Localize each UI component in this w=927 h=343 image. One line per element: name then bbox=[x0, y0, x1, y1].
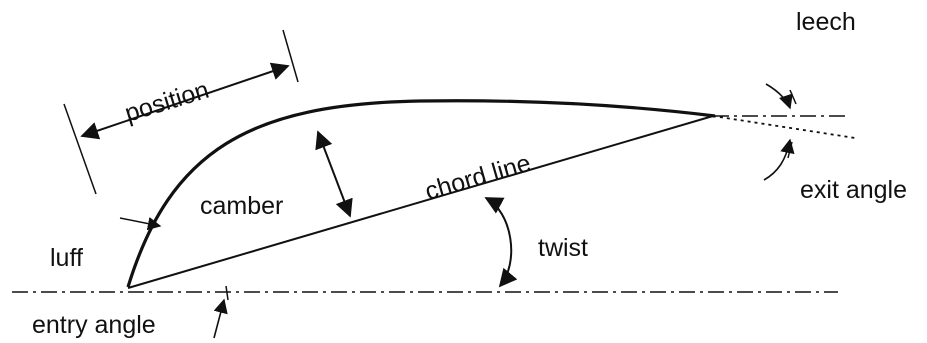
leech-label: leech bbox=[796, 8, 856, 36]
leech-tick-upper bbox=[789, 89, 797, 105]
sail-curve bbox=[126, 99, 716, 288]
leech-arrow bbox=[765, 83, 793, 110]
camber-arrow bbox=[315, 130, 353, 218]
twist-label: twist bbox=[538, 234, 588, 262]
position-label: position bbox=[122, 76, 213, 128]
position-tick-left bbox=[63, 103, 97, 195]
entry-angle-tick bbox=[225, 285, 229, 301]
twist-arrow bbox=[484, 197, 518, 288]
exit-angle-label: exit angle bbox=[800, 176, 907, 204]
chord-line-label: chord line bbox=[422, 149, 534, 206]
entry-angle-arrow bbox=[213, 298, 228, 339]
entry-angle-label: entry angle bbox=[32, 311, 156, 339]
position-tick-right bbox=[282, 29, 299, 83]
leech-tick-lower bbox=[787, 141, 793, 159]
luff-arrow bbox=[119, 216, 162, 231]
luff-label: luff bbox=[50, 244, 83, 272]
exit-direction-line bbox=[712, 115, 856, 139]
exit-angle-arrow bbox=[763, 138, 795, 181]
chord-line bbox=[127, 115, 714, 289]
camber-label: camber bbox=[200, 192, 283, 220]
position-arrow bbox=[80, 62, 290, 140]
